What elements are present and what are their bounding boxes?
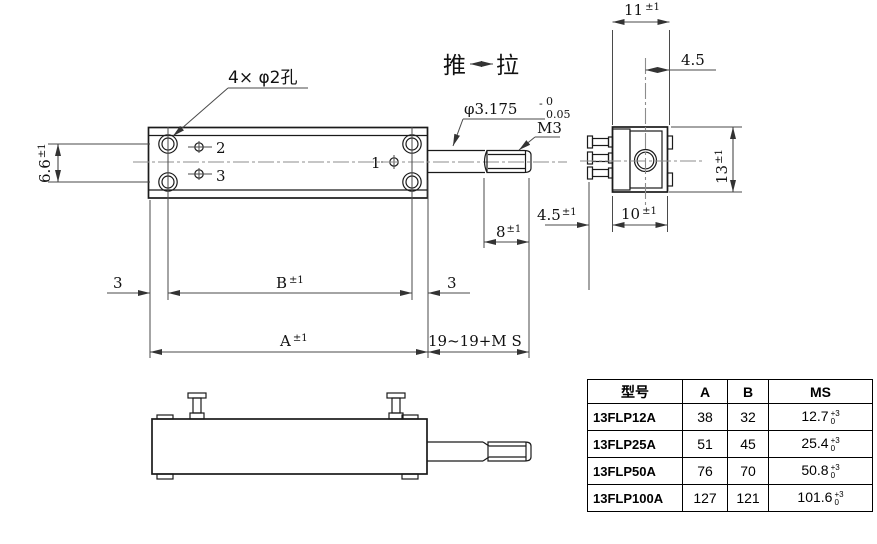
terminal-1-label: 1 xyxy=(371,154,381,172)
terminal-points xyxy=(188,141,399,180)
push-pull-annotation: 推 拉 xyxy=(443,53,519,79)
a-cell: 76 xyxy=(682,457,728,485)
pull-label: 拉 xyxy=(496,53,519,79)
model-cell: 13FLP12A xyxy=(587,403,683,431)
shaft-dia-value: φ3.175 xyxy=(464,100,517,118)
shaft-side-view xyxy=(427,441,532,462)
col-header-MS: MS xyxy=(768,379,873,404)
hole-note-label: 4× φ2孔 xyxy=(228,68,298,88)
dim-13: 13±1 xyxy=(713,149,731,184)
hole-note: 4× φ2孔 xyxy=(172,68,308,137)
push-label: 推 xyxy=(443,53,466,79)
end-view-dimensions: 11±1 4.5 13±1 4.5±1 10±1 xyxy=(537,1,742,290)
terminal-3-label: 3 xyxy=(216,167,226,185)
side-view xyxy=(151,392,532,480)
dim-11: 11±1 xyxy=(624,1,660,19)
terminal-pins xyxy=(586,135,614,180)
end-view xyxy=(580,58,702,208)
dim-3-left: 3 xyxy=(113,274,123,292)
adjust-posts xyxy=(187,392,406,420)
thread-note: M3 xyxy=(518,119,562,151)
a-cell: 51 xyxy=(682,430,728,458)
shaft-dia-lower: 0.05 xyxy=(546,108,571,121)
thread-label: M3 xyxy=(537,119,562,137)
top-view: 2 3 1 4× φ2孔 φ3.175 - 0 0.05 xyxy=(133,53,571,199)
shaft-dia-minus: - xyxy=(539,97,543,110)
col-header-model: 型号 xyxy=(587,379,683,404)
dim-4-5-offset: 4.5 xyxy=(681,51,705,69)
a-cell: 127 xyxy=(682,484,728,512)
b-cell: 121 xyxy=(727,484,769,512)
terminal-2-label: 2 xyxy=(216,139,226,157)
b-cell: 45 xyxy=(727,430,769,458)
b-cell: 70 xyxy=(727,457,769,485)
dim-6-6: 6.6±1 xyxy=(36,143,54,183)
b-cell: 32 xyxy=(727,403,769,431)
shaft-dia-upper: 0 xyxy=(546,95,553,108)
model-cell: 13FLP50A xyxy=(587,457,683,485)
col-header-B: B xyxy=(727,379,769,404)
dim-stroke-range: 19~19+M S xyxy=(428,332,522,350)
dim-A: A±1 xyxy=(279,332,308,350)
dim-4-5-pin: 4.5±1 xyxy=(537,206,577,224)
model-cell: 13FLP100A xyxy=(587,484,683,512)
a-cell: 38 xyxy=(682,403,728,431)
mounting-tabs xyxy=(156,414,419,480)
dim-10: 10±1 xyxy=(621,205,657,223)
dim-B: B±1 xyxy=(276,274,304,292)
shaft-diameter-note: φ3.175 - 0 0.05 xyxy=(452,95,571,147)
model-cell: 13FLP25A xyxy=(587,430,683,458)
dim-8: 8±1 xyxy=(496,223,521,241)
table-header-row: 型号 A B MS xyxy=(587,379,873,404)
col-header-A: A xyxy=(682,379,728,404)
top-view-dimensions: 6.6±1 8±1 3 B±1 3 A±1 19~19+M S xyxy=(36,127,530,358)
shaft-top-view xyxy=(427,149,532,174)
dim-3-right: 3 xyxy=(447,274,457,292)
